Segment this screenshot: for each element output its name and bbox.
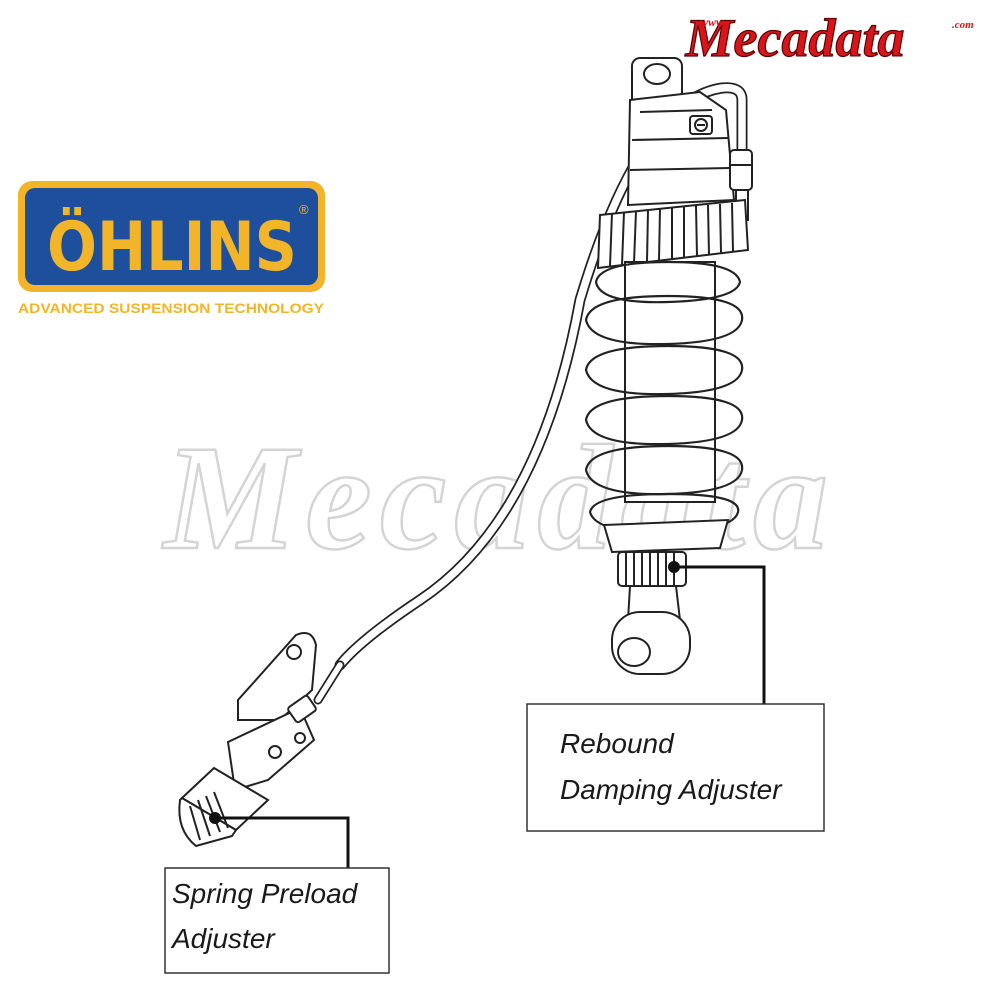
preload-label-line1: Spring Preload bbox=[172, 878, 359, 909]
mecadata-logo: Mecadata www. .com bbox=[684, 7, 974, 68]
ohlins-badge-inner bbox=[25, 188, 318, 285]
bleed-screw bbox=[689, 115, 713, 135]
remote-preload-adjuster bbox=[178, 632, 318, 848]
rebound-callout: Rebound Damping Adjuster bbox=[526, 561, 825, 832]
ohlins-registered-mark: ® bbox=[299, 202, 309, 217]
rebound-label-line2: Damping Adjuster bbox=[560, 774, 783, 805]
ohlins-wordmark: ÖHLINS bbox=[47, 207, 297, 287]
coil-spring bbox=[584, 260, 744, 534]
preload-callout: Spring Preload Adjuster bbox=[164, 812, 390, 974]
mecadata-logo-com: .com bbox=[952, 19, 974, 31]
rebound-label-box bbox=[526, 703, 825, 832]
mecadata-logo-text: Mecadata bbox=[685, 8, 905, 68]
preload-knob bbox=[178, 766, 270, 848]
preload-label-box bbox=[164, 867, 390, 974]
bottom-mount-eye bbox=[611, 585, 691, 675]
lower-spring-seat bbox=[602, 518, 730, 554]
mecadata-watermark: Mecadata bbox=[161, 414, 836, 583]
rebound-leader-line bbox=[674, 565, 766, 704]
shock-absorber bbox=[584, 57, 753, 675]
preload-leader-line bbox=[215, 816, 350, 868]
ohlins-logo: ÖHLINS ® ADVANCED SUSPENSION TECHNOLOGY bbox=[18, 181, 325, 316]
ohlins-tagline: ADVANCED SUSPENSION TECHNOLOGY bbox=[18, 301, 324, 316]
mecadata-logo-www: www. bbox=[700, 15, 727, 29]
preload-label-line2: Adjuster bbox=[170, 923, 276, 954]
shock-head-body bbox=[626, 90, 736, 207]
watermark-text: Mecadata bbox=[162, 415, 836, 581]
rebound-label-line1: Rebound bbox=[560, 728, 675, 759]
hydraulic-hose bbox=[313, 82, 748, 705]
spring-collar-ring bbox=[596, 198, 750, 270]
